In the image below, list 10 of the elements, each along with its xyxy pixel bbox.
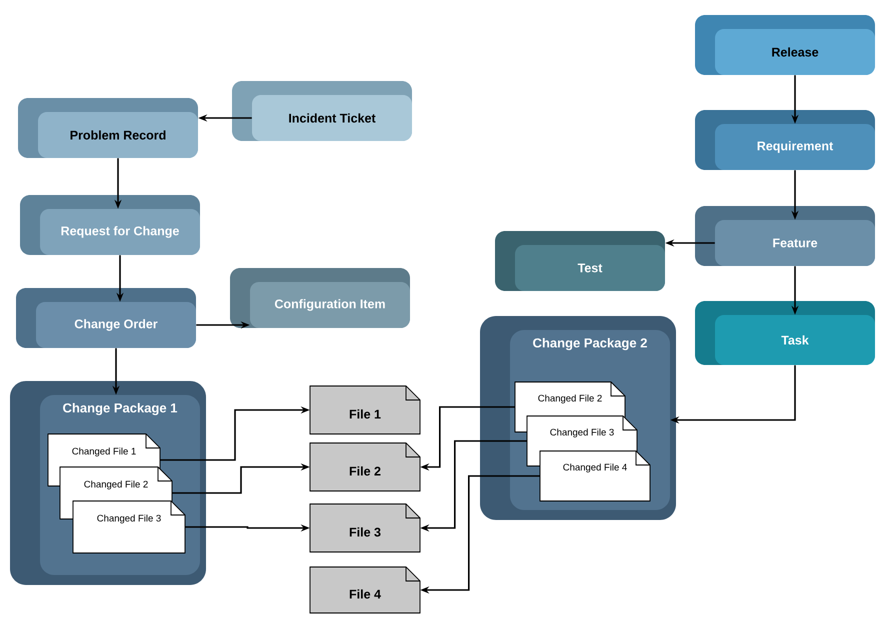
process-block: Change Order xyxy=(16,288,196,348)
process-block: Incident Ticket xyxy=(232,81,412,141)
process-block: Request for Change xyxy=(20,195,200,255)
process-block: Release xyxy=(695,15,875,75)
process-block: Configuration Item xyxy=(230,268,410,328)
process-block: Requirement xyxy=(695,110,875,170)
process-block: Test xyxy=(495,231,665,291)
process-block: Problem Record xyxy=(18,98,198,158)
process-block: Feature xyxy=(695,206,875,266)
process-block: Task xyxy=(695,301,875,365)
